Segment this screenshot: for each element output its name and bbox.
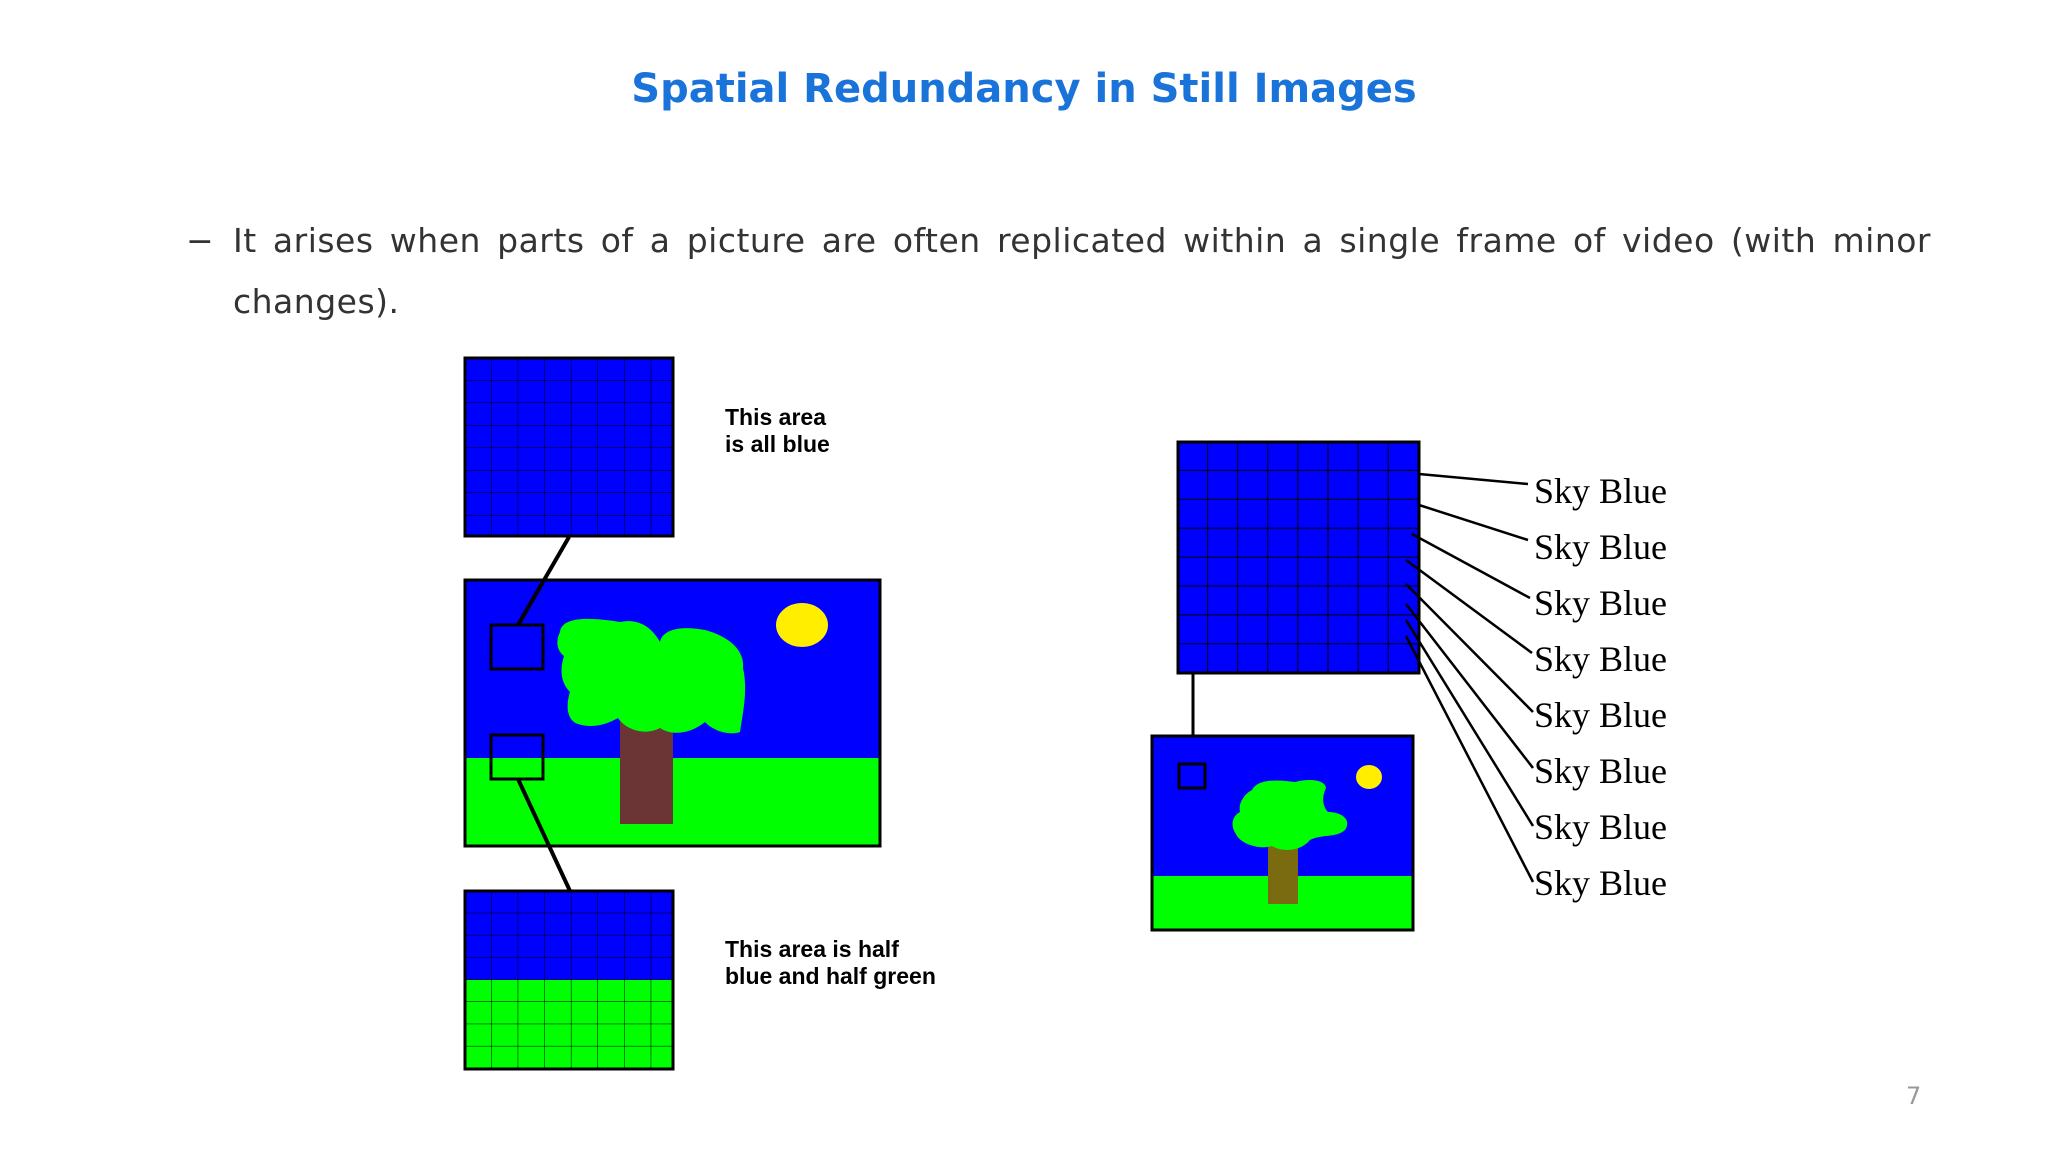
sky-blue-label-3: Sky Blue bbox=[1534, 583, 1667, 623]
label-all-blue-line2: is all blue bbox=[725, 431, 830, 457]
right-diagram: Sky Blue Sky Blue Sky Blue Sky Blue Sky … bbox=[1152, 442, 1667, 930]
tree-canopy bbox=[557, 619, 745, 733]
sky-blue-label-7: Sky Blue bbox=[1534, 807, 1667, 847]
zoom-block-half-blue-green bbox=[465, 891, 673, 1069]
sky-blue-label-2: Sky Blue bbox=[1534, 527, 1667, 567]
sky-blue-labels: Sky Blue Sky Blue Sky Blue Sky Blue Sky … bbox=[1534, 471, 1667, 903]
sky-blue-label-4: Sky Blue bbox=[1534, 639, 1667, 679]
zoom-block-all-blue bbox=[465, 358, 673, 536]
small-sun bbox=[1356, 765, 1382, 789]
label-all-blue-line1: This area bbox=[725, 404, 826, 430]
scene-picture bbox=[465, 580, 880, 846]
sky-blue-label-1: Sky Blue bbox=[1534, 471, 1667, 511]
small-scene-picture bbox=[1152, 736, 1413, 930]
label-half-blue-green-line2: blue and half green bbox=[725, 963, 936, 989]
sky-blue-label-5: Sky Blue bbox=[1534, 695, 1667, 735]
sun bbox=[776, 603, 828, 647]
tree-trunk bbox=[620, 718, 673, 824]
left-diagram: This area is all blue This area is half … bbox=[465, 358, 936, 1069]
zoom-grid-sky bbox=[1178, 442, 1419, 673]
small-tree-trunk bbox=[1268, 846, 1298, 904]
page-number: 7 bbox=[1906, 1082, 1921, 1110]
sky-blue-label-8: Sky Blue bbox=[1534, 863, 1667, 903]
label-half-blue-green-line1: This area is half bbox=[725, 936, 899, 962]
sky-blue-label-6: Sky Blue bbox=[1534, 751, 1667, 791]
leader-lines bbox=[1406, 474, 1533, 882]
